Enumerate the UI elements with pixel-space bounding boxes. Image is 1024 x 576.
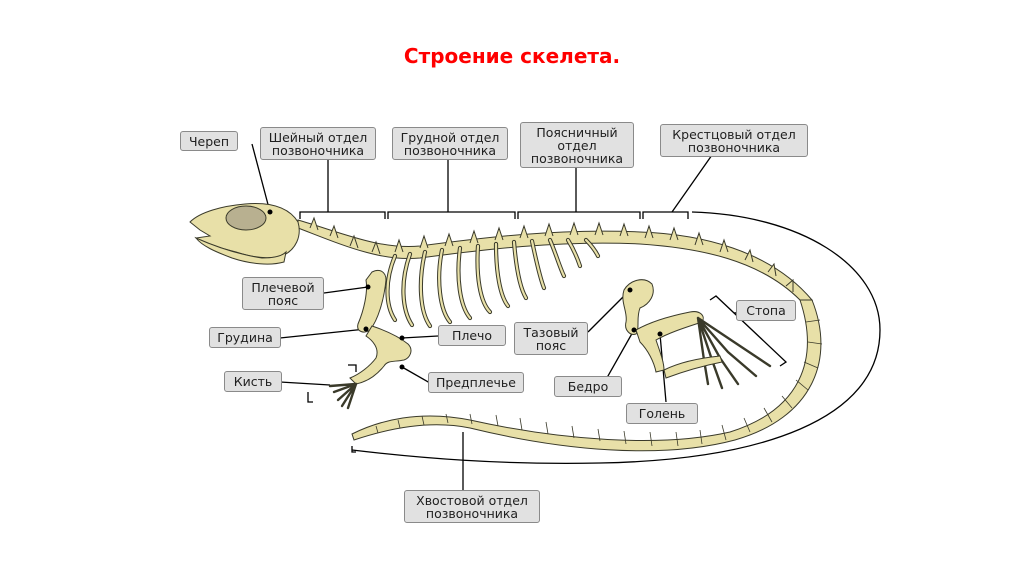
hind-foot [696, 316, 772, 390]
shoulder-girdle-bone [357, 269, 387, 333]
label-shoulder-girdle: Плечевой пояс [242, 277, 324, 310]
vertebra-spines [309, 216, 794, 292]
label-sacral: Крестцовый отдел позвоночника [660, 124, 808, 157]
label-cervical: Шейный отдел позвоночника [260, 127, 376, 160]
label-caudal: Хвостовой отдел позвоночника [404, 490, 540, 523]
label-shin: Голень [626, 403, 698, 424]
label-sternum: Грудина [209, 327, 281, 348]
label-foot: Стопа [736, 300, 796, 321]
front-hand [328, 382, 358, 410]
tail-vertebrae [351, 299, 823, 452]
label-pelvic-girdle: Тазовый пояс [514, 322, 588, 355]
joint-dots [267, 209, 663, 370]
hind-limb [635, 311, 704, 373]
diagram-title: Строение скелета. [403, 44, 621, 68]
label-lumbar: Поясничный отдел позвоночника [520, 122, 634, 168]
label-skull: Череп [180, 131, 238, 151]
label-humerus: Плечо [438, 325, 506, 346]
pelvis [622, 279, 654, 335]
label-hand: Кисть [224, 371, 282, 392]
eye-socket [225, 205, 267, 231]
jaw [194, 236, 287, 265]
front-limb [349, 325, 412, 385]
label-femur: Бедро [554, 376, 622, 397]
label-forearm: Предплечье [428, 372, 524, 393]
label-thoracic: Грудной отдел позвоночника [392, 127, 508, 160]
ribs [385, 237, 601, 329]
skeleton [189, 203, 823, 452]
hind-limb-lower [663, 355, 723, 379]
